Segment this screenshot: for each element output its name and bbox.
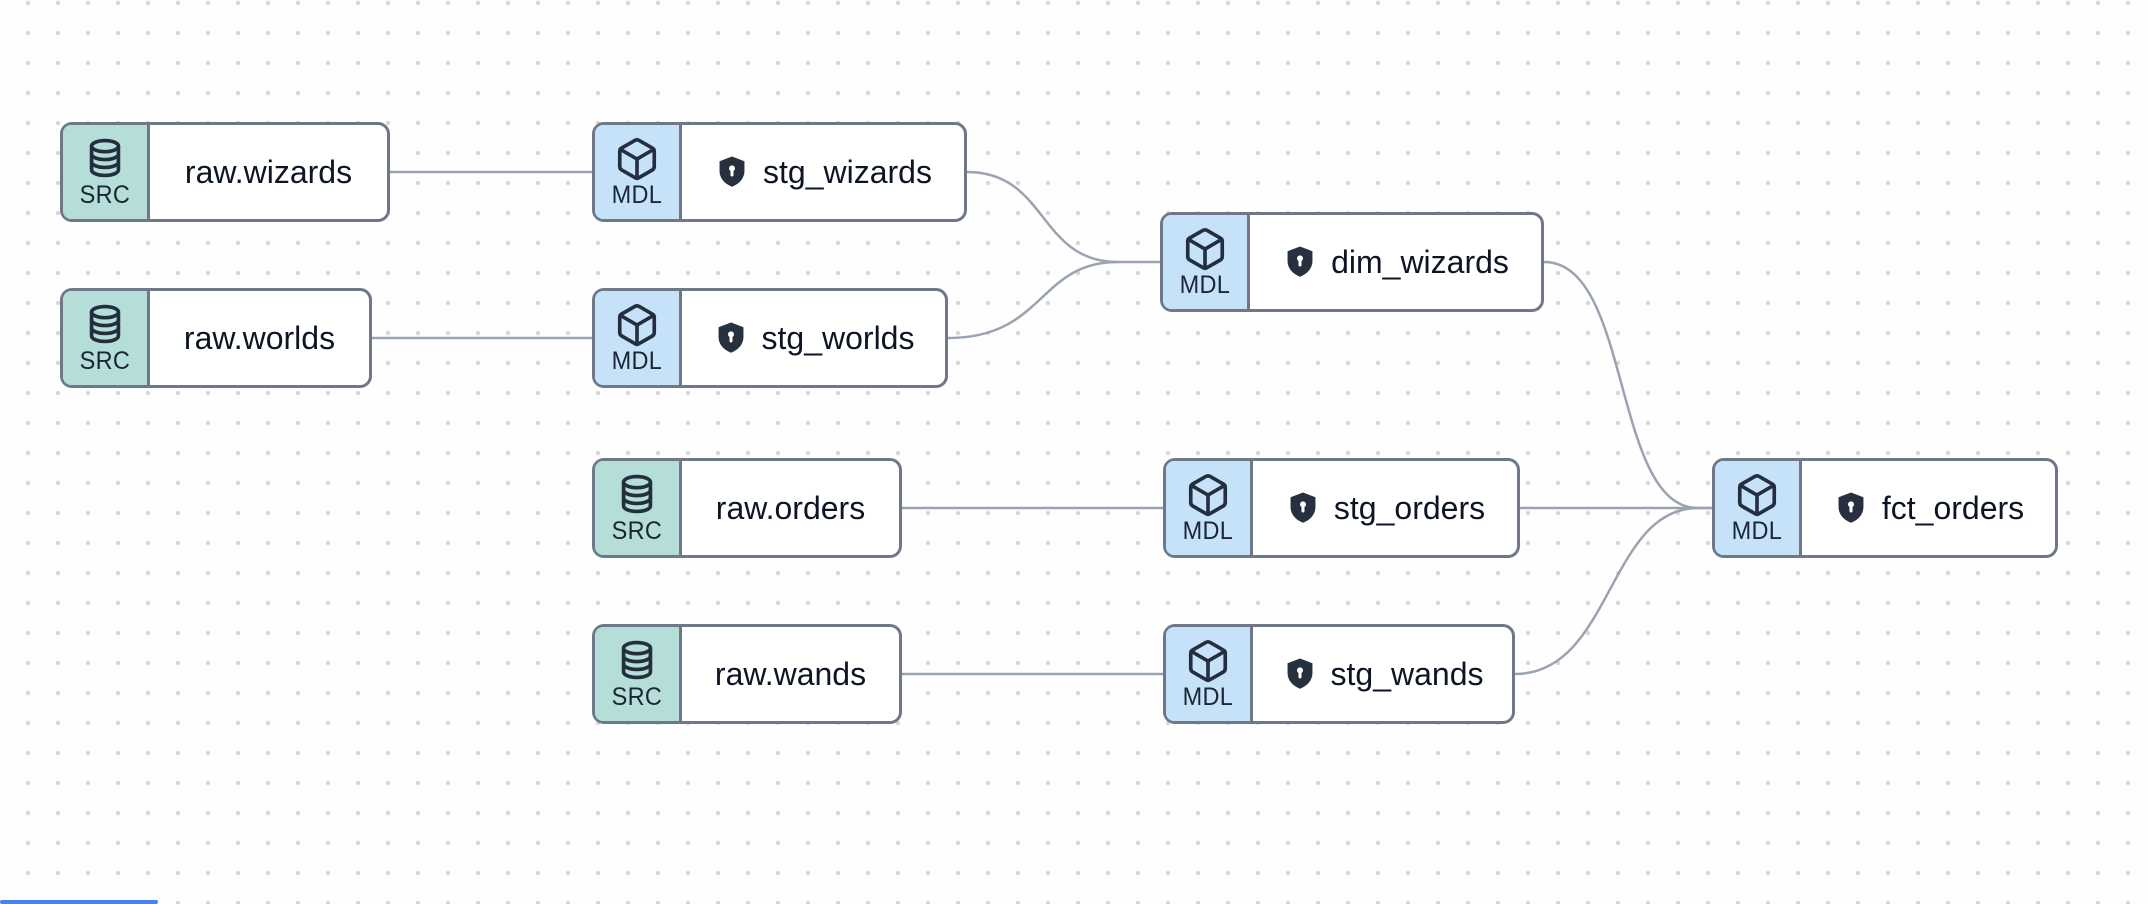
shield-lock-icon bbox=[1285, 490, 1321, 526]
node-raw-worlds[interactable]: SRC raw.worlds bbox=[60, 288, 372, 388]
database-icon bbox=[614, 638, 660, 684]
mdl-badge: MDL bbox=[1166, 461, 1253, 555]
node-stg-orders[interactable]: MDL stg_orders bbox=[1163, 458, 1520, 558]
node-label-area: raw.wizards bbox=[150, 125, 387, 219]
database-icon bbox=[82, 136, 128, 182]
node-label-area: stg_worlds bbox=[682, 291, 945, 385]
node-raw-orders[interactable]: SRC raw.orders bbox=[592, 458, 902, 558]
edge-stg-worlds-dim-wizards bbox=[947, 260, 1119, 340]
node-stg-wands[interactable]: MDL stg_wands bbox=[1163, 624, 1515, 724]
badge-label: MDL bbox=[1182, 683, 1234, 711]
node-stg-worlds[interactable]: MDL stg_worlds bbox=[592, 288, 948, 388]
node-label-area: stg_wands bbox=[1253, 627, 1512, 721]
mdl-badge: MDL bbox=[1715, 461, 1802, 555]
database-icon bbox=[614, 472, 660, 518]
shield-lock-icon bbox=[714, 154, 750, 190]
edge-stg-wizards-dim-wizards bbox=[966, 170, 1160, 264]
badge-label: SRC bbox=[79, 347, 131, 375]
node-label-area: stg_wizards bbox=[682, 125, 964, 219]
cube-icon bbox=[1734, 472, 1780, 518]
node-name: raw.orders bbox=[715, 489, 866, 526]
node-dim-wizards[interactable]: MDL dim_wizards bbox=[1160, 212, 1544, 312]
edge-dim-wizards-fct-orders bbox=[1543, 260, 1712, 510]
badge-label: MDL bbox=[611, 347, 663, 375]
node-label-area: stg_orders bbox=[1253, 461, 1517, 555]
cube-icon bbox=[1182, 226, 1228, 272]
mdl-badge: MDL bbox=[1163, 215, 1250, 309]
shield-lock-icon bbox=[713, 320, 749, 356]
badge-label: MDL bbox=[1182, 517, 1234, 545]
mdl-badge: MDL bbox=[595, 125, 682, 219]
badge-label: MDL bbox=[611, 181, 663, 209]
badge-label: MDL bbox=[1731, 517, 1783, 545]
node-name: stg_orders bbox=[1333, 489, 1486, 526]
node-name: stg_worlds bbox=[761, 319, 915, 356]
database-icon bbox=[82, 302, 128, 348]
edge-stg-wands-fct-orders bbox=[1514, 506, 1699, 676]
node-fct-orders[interactable]: MDL fct_orders bbox=[1712, 458, 2058, 558]
cube-icon bbox=[614, 136, 660, 182]
mdl-badge: MDL bbox=[1166, 627, 1253, 721]
shield-lock-icon bbox=[1833, 490, 1869, 526]
node-raw-wands[interactable]: SRC raw.wands bbox=[592, 624, 902, 724]
node-name: dim_wizards bbox=[1331, 243, 1509, 280]
cube-icon bbox=[614, 302, 660, 348]
node-name: fct_orders bbox=[1881, 489, 2025, 526]
cube-icon bbox=[1185, 472, 1231, 518]
node-label-area: raw.orders bbox=[682, 461, 899, 555]
shield-lock-icon bbox=[1282, 656, 1318, 692]
node-name: raw.worlds bbox=[183, 319, 336, 356]
cube-icon bbox=[1185, 638, 1231, 684]
node-name: stg_wizards bbox=[763, 153, 932, 190]
node-label-area: fct_orders bbox=[1802, 461, 2055, 555]
node-label-area: raw.wands bbox=[682, 627, 899, 721]
node-label-area: dim_wizards bbox=[1250, 215, 1541, 309]
node-name: raw.wizards bbox=[184, 153, 353, 190]
node-raw-wizards[interactable]: SRC raw.wizards bbox=[60, 122, 390, 222]
badge-label: SRC bbox=[611, 517, 663, 545]
shield-lock-icon bbox=[1282, 244, 1318, 280]
badge-label: SRC bbox=[611, 683, 663, 711]
badge-label: SRC bbox=[79, 181, 131, 209]
badge-label: MDL bbox=[1179, 271, 1231, 299]
node-name: stg_wands bbox=[1330, 655, 1484, 692]
mdl-badge: MDL bbox=[595, 291, 682, 385]
horizontal-scrollbar[interactable] bbox=[0, 900, 158, 904]
node-label-area: raw.worlds bbox=[150, 291, 369, 385]
node-name: raw.wands bbox=[714, 655, 867, 692]
node-stg-wizards[interactable]: MDL stg_wizards bbox=[592, 122, 967, 222]
src-badge: SRC bbox=[595, 461, 682, 555]
src-badge: SRC bbox=[63, 291, 150, 385]
src-badge: SRC bbox=[595, 627, 682, 721]
src-badge: SRC bbox=[63, 125, 150, 219]
